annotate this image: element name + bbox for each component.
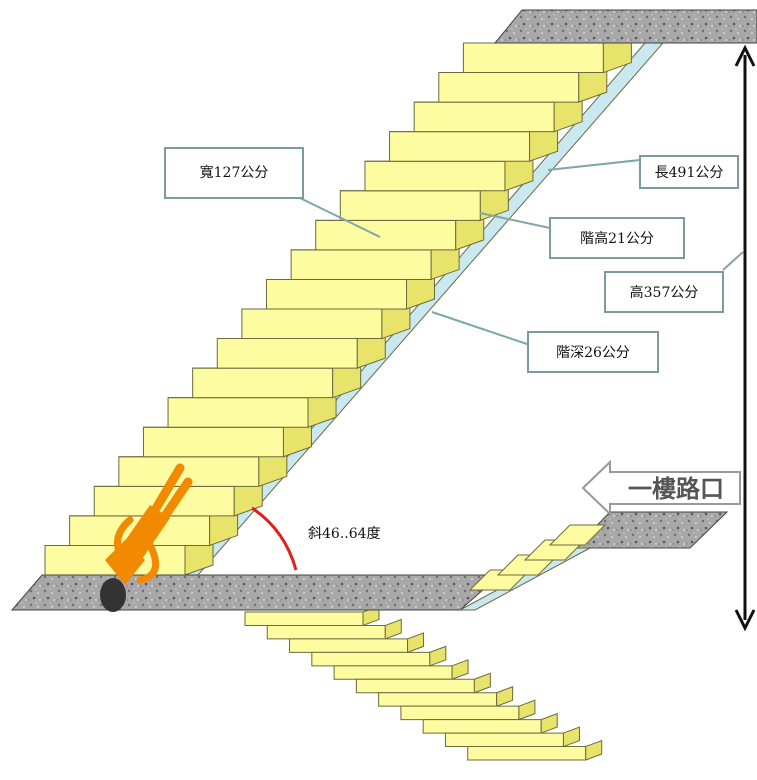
lower-step-side xyxy=(451,659,469,680)
person-arm-right xyxy=(136,541,160,584)
lower-step-riser xyxy=(467,746,587,761)
left-arrow-sign-icon xyxy=(581,459,741,517)
step-riser xyxy=(339,190,481,221)
step-riser xyxy=(216,338,358,369)
slope-angle-arc xyxy=(251,506,298,571)
person-torso xyxy=(105,540,145,585)
step-height-leader xyxy=(479,212,551,229)
slope-angle-label: 斜46..64度 xyxy=(308,526,381,542)
lower-step-side xyxy=(407,632,425,654)
step-riser xyxy=(167,397,309,428)
lower-step-riser xyxy=(266,624,386,640)
side-step xyxy=(548,524,607,546)
step-side xyxy=(209,511,239,547)
step-riser xyxy=(290,249,432,280)
leader-lines xyxy=(299,159,744,346)
width-label: 寬127公分 xyxy=(200,164,269,181)
lower-step-side xyxy=(496,686,514,707)
step-riser xyxy=(364,160,506,192)
lower-step-side xyxy=(473,672,491,694)
step-side xyxy=(184,540,214,576)
height-leader xyxy=(722,251,744,271)
step-side xyxy=(282,422,312,458)
step-riser xyxy=(266,278,407,310)
lower-step-riser xyxy=(311,651,431,667)
lower-step-side xyxy=(429,645,447,667)
step-depth-label: 階深26公分 xyxy=(556,345,630,361)
step-height-label: 階高21公分 xyxy=(580,230,654,247)
upper-stair-flight xyxy=(44,38,632,576)
step-depth-leader xyxy=(431,311,531,346)
height-label: 高357公分 xyxy=(630,284,699,301)
lower-step-side xyxy=(384,618,402,640)
step-riser xyxy=(438,72,580,103)
step-riser xyxy=(241,308,383,340)
lower-step-side xyxy=(562,726,580,748)
step-riser xyxy=(192,367,334,399)
lower-step-riser xyxy=(400,705,520,721)
lower-step-riser xyxy=(355,678,475,694)
height-double-arrow-icon xyxy=(734,44,756,632)
length-callout: 長491公分 xyxy=(639,155,739,189)
sign-label: 一樓路口 xyxy=(628,474,724,503)
first-floor-sign: 一樓路口 xyxy=(581,459,741,517)
step-depth-callout: 階深26公分 xyxy=(527,331,659,373)
side-stair-flight xyxy=(459,524,607,611)
person-leg-left xyxy=(150,463,185,515)
falling-person-icon xyxy=(100,463,193,612)
height-callout: 高357公分 xyxy=(604,271,724,313)
width-callout: 寬127公分 xyxy=(164,147,304,199)
length-leader xyxy=(547,159,641,171)
step-height-callout: 階高21公分 xyxy=(549,217,685,259)
floor-slab xyxy=(10,574,502,611)
step-riser xyxy=(315,219,457,251)
lower-step-riser xyxy=(444,732,564,748)
lower-step-riser xyxy=(378,692,498,707)
lower-step-riser xyxy=(422,719,542,734)
person-leg-right xyxy=(160,477,193,521)
lower-step-riser xyxy=(244,611,364,626)
step-riser xyxy=(142,426,284,458)
top-landing-slab xyxy=(493,9,757,44)
lower-step-riser xyxy=(333,665,453,680)
step-riser xyxy=(413,101,555,133)
lower-stair-flight xyxy=(244,605,603,761)
length-label: 長491公分 xyxy=(655,165,724,181)
step-side xyxy=(258,452,288,488)
lower-step-riser xyxy=(289,638,409,653)
lower-step-side xyxy=(540,712,558,734)
width-leader xyxy=(299,197,381,238)
lower-step-side xyxy=(585,739,603,761)
first-floor-entrance-slab xyxy=(573,511,729,549)
person-head xyxy=(100,578,126,612)
step-riser xyxy=(389,131,531,162)
step-riser xyxy=(462,42,604,74)
lower-step-side xyxy=(518,699,536,721)
